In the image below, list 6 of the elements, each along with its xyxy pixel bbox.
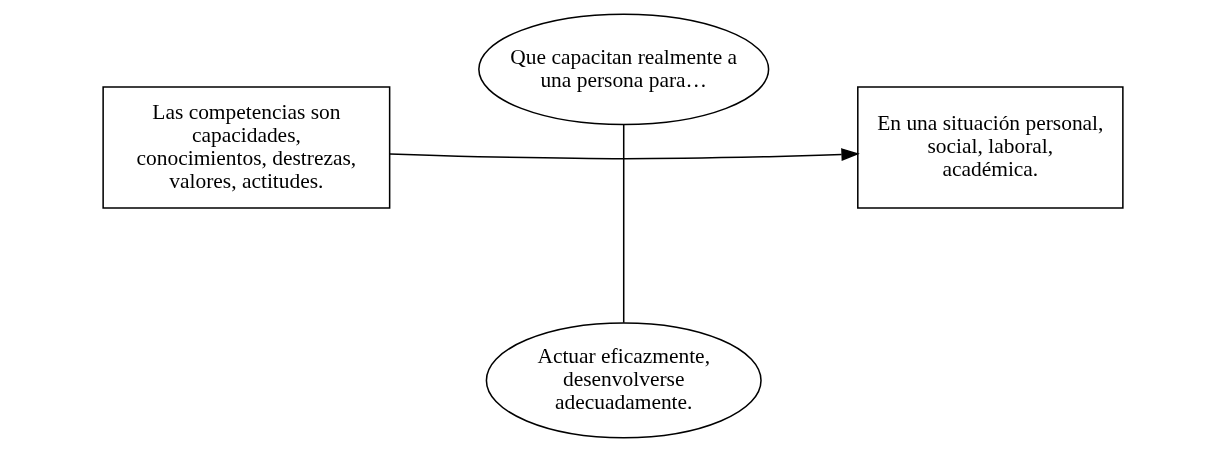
- node-ellipse: Actuar eficazmente, desenvolverse adecuadamente.: [485, 322, 762, 439]
- node-box: En una situación personal, social, laboral, académica.: [856, 86, 1124, 209]
- arrow: [388, 148, 860, 161]
- node-box: Las competencias son capacidades, conocimientos, destrezas, valores, actitudes.: [101, 86, 390, 209]
- connector: [622, 124, 624, 324]
- node-ellipse: Que capacitan realmente a una persona para…: [477, 13, 769, 126]
